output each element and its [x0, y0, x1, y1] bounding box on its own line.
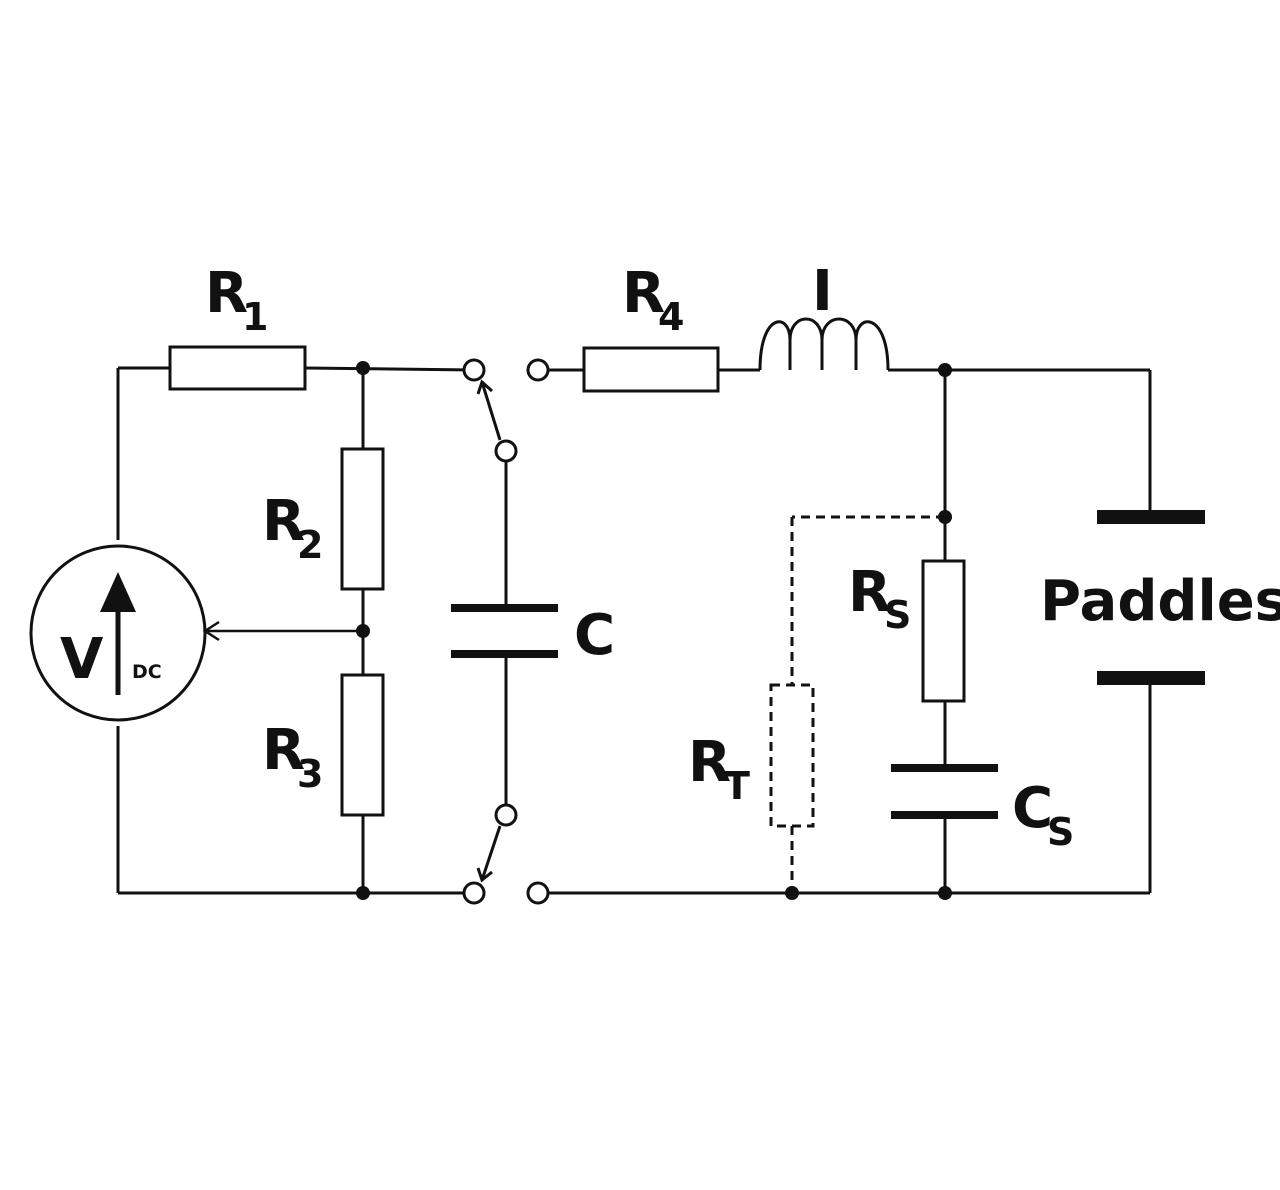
switch-top: [462, 358, 550, 463]
resistor-rs: R S: [848, 559, 966, 703]
right-wires: [548, 368, 1152, 895]
resistor-rt-dashed: R T: [688, 515, 945, 893]
source-label: V: [60, 627, 104, 692]
junction-dot: [938, 363, 952, 377]
r2-label: R: [262, 489, 305, 554]
rs-label-sub: S: [884, 593, 911, 637]
c-label: C: [574, 603, 615, 668]
r1-label-sub: 1: [242, 295, 268, 339]
paddles-label: Paddles: [1040, 569, 1280, 634]
r4-label: R: [622, 261, 665, 326]
arrow-left-icon: [202, 620, 220, 642]
storage-capacitor-c: C: [451, 451, 615, 815]
r1-label: R: [205, 261, 248, 326]
junction-dot: [938, 510, 952, 524]
cs-label: C: [1012, 776, 1053, 841]
resistor-r1: R 1: [168, 261, 307, 391]
resistor-r3: R 3: [262, 673, 385, 817]
junction-dot: [356, 624, 370, 638]
resistor-r4: R 4: [582, 261, 720, 393]
junction-dot: [938, 886, 952, 900]
r3-label: R: [262, 718, 305, 783]
rt-label: R: [688, 730, 731, 795]
source-label-sub: DC: [132, 661, 162, 683]
divider-feedback-arrow: [202, 620, 363, 642]
inductor-label: I: [812, 259, 833, 324]
inductor: I: [758, 259, 890, 371]
junction-dot: [785, 886, 799, 900]
r3-label-sub: 3: [297, 752, 323, 796]
r4-label-sub: 4: [658, 295, 684, 339]
switch-bottom: [462, 803, 550, 905]
rt-label-sub: T: [724, 764, 750, 808]
cs-label-sub: S: [1047, 810, 1074, 854]
rs-label: R: [848, 560, 891, 625]
junction-dot: [356, 886, 370, 900]
capacitor-cs: C S: [891, 764, 1074, 854]
junction-dot: [356, 361, 370, 375]
r2-label-sub: 2: [297, 523, 323, 567]
arrow-up-icon: [100, 572, 136, 612]
paddles: Paddles: [1040, 510, 1280, 685]
dc-voltage-source: V DC: [29, 544, 207, 722]
resistor-r2: R 2: [262, 447, 385, 591]
